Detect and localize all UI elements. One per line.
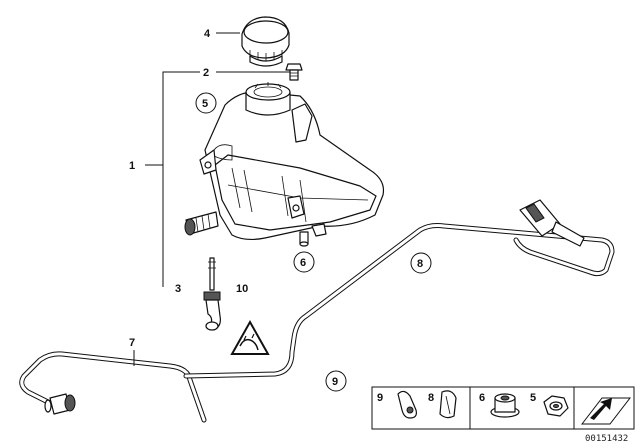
clip-icon (397, 390, 417, 419)
callout-1: 1 (129, 160, 135, 172)
callout-3: 3 (175, 283, 181, 295)
diagram-reference-number: 00151432 (585, 434, 628, 444)
coolant-hose-8-9[interactable] (183, 199, 615, 379)
bleed-screw[interactable] (285, 63, 303, 81)
callout-8: 8 (417, 258, 423, 270)
coolant-hose-7[interactable] (19, 351, 207, 423)
level-sensor[interactable] (203, 257, 221, 331)
legend-label-6: 6 (479, 392, 485, 404)
callout-9: 9 (332, 376, 338, 388)
tank-cap[interactable] (241, 16, 290, 67)
legend-label-9: 9 (377, 392, 383, 404)
callout-9-circle: 9 (325, 370, 347, 392)
arrow-plate-icon (580, 397, 632, 425)
hex-nut-icon (543, 395, 569, 417)
legend-label-8: 8 (428, 392, 434, 404)
expansion-tank[interactable] (184, 82, 385, 247)
group-bracket-1 (145, 71, 290, 287)
callout-8-circle: 8 (410, 252, 432, 274)
callout-6: 6 (300, 257, 306, 269)
legend-label-5: 5 (530, 392, 536, 404)
callout-7: 7 (129, 337, 135, 349)
callout-5-circle: 5 (195, 92, 217, 114)
callout-4: 4 (204, 28, 211, 40)
callout-5: 5 (202, 98, 208, 110)
hose-clamp-icon (439, 390, 457, 419)
callout-6-circle: 6 (293, 251, 315, 273)
callout-2: 2 (203, 67, 209, 79)
rubber-mount-icon (490, 393, 520, 418)
warning-symbol-icon (230, 319, 270, 355)
small-parts-legend: 9 8 6 5 (371, 386, 635, 430)
callout-10: 10 (236, 283, 248, 295)
